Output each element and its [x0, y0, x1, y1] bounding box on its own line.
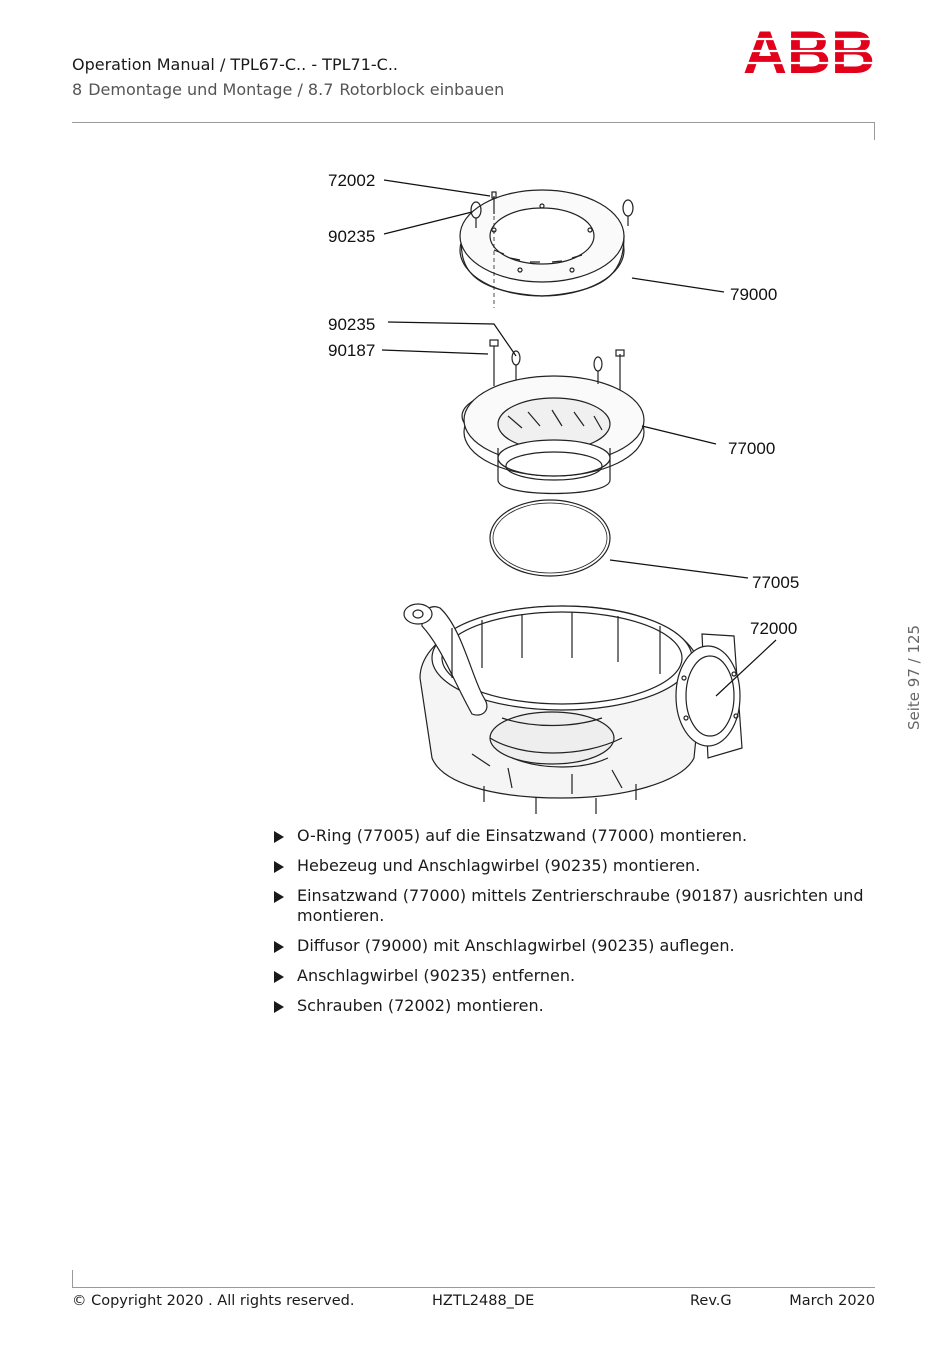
step-item: Anschlagwirbel (90235) entfernen.	[272, 966, 877, 986]
callout-77000: 77000	[728, 439, 775, 458]
einsatzwand-77000-drawing	[461, 339, 645, 495]
footer-doc-id: HZTL2488_DE	[432, 1293, 535, 1309]
footer-date: March 2020	[789, 1293, 875, 1309]
gas-inlet-casing-72000-drawing	[403, 603, 743, 814]
breadcrumb: 8 Demontage und Montage / 8.7 Rotorblock e…	[72, 80, 504, 99]
leader-lines	[381, 179, 777, 697]
step-item: Einsatzwand (77000) mittels Zentrierschr…	[272, 886, 877, 926]
step-text: Diffusor (79000) mit Anschlagwirbel (902…	[297, 936, 735, 955]
step-text: O-Ring (77005) auf die Einsatzwand (7700…	[297, 826, 748, 845]
section-title: Rotorblock einbauen	[339, 80, 505, 99]
step-item: Diffusor (79000) mit Anschlagwirbel (902…	[272, 936, 877, 956]
document-title: Operation Manual / TPL67-C.. - TPL71-C..	[72, 55, 398, 74]
step-arrow-icon	[274, 1001, 284, 1013]
exploded-assembly-figure: 72002 90235 79000 90235 90187 77000 7700…	[272, 158, 874, 818]
callout-72000: 72000	[750, 619, 797, 638]
instruction-steps: O-Ring (77005) auf die Einsatzwand (7700…	[272, 826, 877, 1026]
step-arrow-icon	[274, 971, 284, 983]
footer-revision: Rev.G	[690, 1293, 732, 1309]
step-text: Hebezeug und Anschlagwirbel (90235) mont…	[297, 856, 701, 875]
step-text: Schrauben (72002) montieren.	[297, 996, 544, 1015]
footer-copyright: © Copyright 2020 . All rights reserved.	[72, 1293, 355, 1309]
step-arrow-icon	[274, 861, 284, 873]
step-text: Einsatzwand (77000) mittels Zentrierschr…	[297, 886, 864, 925]
callout-90235-middle: 90235	[328, 315, 375, 334]
chapter-number: 8	[72, 80, 83, 99]
callout-90187: 90187	[328, 341, 375, 360]
callout-77005: 77005	[752, 573, 799, 592]
footer-divider-tick	[72, 1270, 73, 1287]
step-arrow-icon	[274, 941, 284, 953]
header-divider-tick	[874, 122, 875, 140]
diffusor-79000-drawing	[459, 189, 634, 308]
callout-90235-top: 90235	[328, 227, 375, 246]
footer-divider	[72, 1287, 875, 1288]
step-arrow-icon	[274, 891, 284, 903]
callout-72002: 72002	[328, 171, 375, 190]
header-divider	[72, 122, 875, 123]
chapter-title: Demontage und Montage / 8.7	[88, 80, 334, 99]
step-item: Hebezeug und Anschlagwirbel (90235) mont…	[272, 856, 877, 876]
o-ring-77005-drawing	[489, 499, 611, 577]
abb-logo: ABB	[742, 26, 876, 76]
step-arrow-icon	[274, 831, 284, 843]
page-number: Seite 97 / 125	[905, 624, 923, 730]
callout-79000: 79000	[730, 285, 777, 304]
step-item: O-Ring (77005) auf die Einsatzwand (7700…	[272, 826, 877, 846]
step-item: Schrauben (72002) montieren.	[272, 996, 877, 1016]
step-text: Anschlagwirbel (90235) entfernen.	[297, 966, 576, 985]
